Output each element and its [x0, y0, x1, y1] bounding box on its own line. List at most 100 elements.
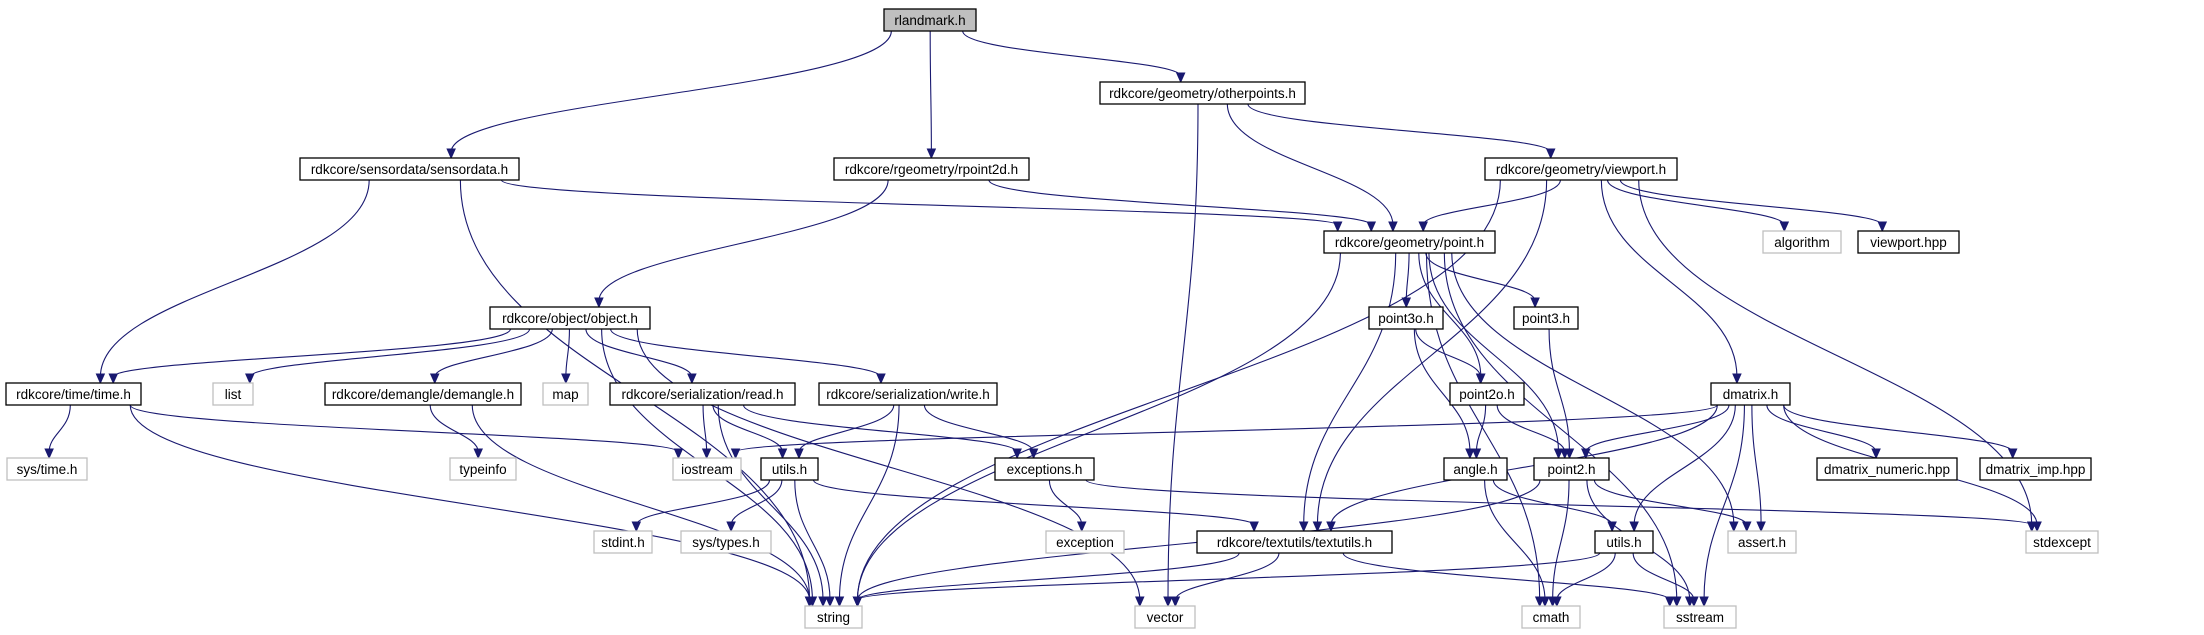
- arrow-head: [1366, 221, 1377, 233]
- arrow-head: [1135, 596, 1145, 608]
- node-label: rdkcore/time/time.h: [16, 387, 131, 402]
- edge-line: [717, 404, 824, 601]
- arrow-head: [876, 373, 886, 385]
- node-label: assert.h: [1738, 535, 1786, 550]
- edge-line: [856, 552, 1240, 601]
- node-vector: vector: [1134, 605, 1196, 629]
- node-label: exception: [1056, 535, 1114, 550]
- node-label: point3o.h: [1378, 311, 1434, 326]
- node-label: utils.h: [772, 462, 807, 477]
- node-box: [542, 382, 589, 406]
- node-viewport_h[interactable]: rdkcore/geometry/viewport.h: [1484, 157, 1678, 181]
- edge-line: [794, 479, 831, 601]
- node-box: [760, 457, 819, 481]
- arrow-head: [446, 148, 456, 160]
- edge-viewport_h-to-viewport_hpp: [1619, 179, 1888, 233]
- edge-object_h-to-read_h: [585, 328, 697, 385]
- edge-point_h-to-sstream: [1443, 252, 1682, 608]
- node-demangle[interactable]: rdkcore/demangle/demangle.h: [324, 382, 522, 406]
- node-label: sys/types.h: [692, 535, 760, 550]
- node-stdexcept: stdexcept: [2025, 530, 2099, 554]
- edge-exceptions-to-exception: [1048, 479, 1087, 533]
- node-label: rdkcore/demangle/demangle.h: [332, 387, 514, 402]
- edge-line: [1413, 328, 1471, 453]
- arrow-head: [1298, 521, 1309, 533]
- arrow-head: [1629, 521, 1639, 533]
- node-label: sys/time.h: [17, 462, 78, 477]
- edge-line: [1492, 479, 1613, 526]
- edge-line: [1422, 179, 1561, 226]
- node-box: [1045, 530, 1125, 554]
- arrow-head: [1530, 297, 1540, 309]
- edge-line: [730, 479, 783, 526]
- edge-utils2-to-cmath: [1552, 552, 1616, 608]
- node-dmatrix[interactable]: dmatrix.h: [1710, 382, 1791, 406]
- node-point2o[interactable]: point2o.h: [1449, 382, 1525, 406]
- node-time_h[interactable]: rdkcore/time/time.h: [5, 382, 142, 406]
- arrow-head: [1170, 596, 1181, 608]
- arrow-head: [1545, 148, 1556, 160]
- node-box: [1727, 530, 1797, 554]
- edge-line: [1766, 404, 1877, 453]
- node-point2[interactable]: point2.h: [1533, 457, 1610, 481]
- edge-line: [129, 404, 679, 453]
- edge-rlandmark-to-sensordata: [446, 30, 892, 160]
- edge-line: [1606, 179, 1785, 226]
- edge-write_h-to-utils1: [794, 404, 895, 460]
- edge-line: [112, 328, 511, 378]
- node-viewport_hpp[interactable]: viewport.hpp: [1857, 230, 1960, 254]
- arrow-head: [804, 596, 815, 608]
- node-label: stdexcept: [2033, 535, 2091, 550]
- edge-dmatrix-to-point2: [1581, 404, 1730, 460]
- node-box: [593, 530, 653, 554]
- arrow-head: [1175, 72, 1186, 84]
- node-read_h[interactable]: rdkcore/serialization/read.h: [609, 382, 796, 406]
- node-point_h[interactable]: rdkcore/geometry/point.h: [1323, 230, 1496, 254]
- edge-line: [923, 404, 1035, 453]
- edge-otherpoints-to-point_h: [1226, 103, 1398, 233]
- node-angle[interactable]: angle.h: [1443, 457, 1508, 481]
- edge-line: [610, 328, 882, 378]
- node-sensordata[interactable]: rdkcore/sensordata/sensordata.h: [299, 157, 520, 181]
- node-exceptions[interactable]: exceptions.h: [994, 457, 1095, 481]
- edge-line: [1425, 252, 1536, 302]
- node-sstream: sstream: [1663, 605, 1737, 629]
- edge-line: [1443, 252, 1678, 601]
- arrow-head: [594, 297, 604, 309]
- edge-line: [1226, 103, 1394, 226]
- edge-point2o-to-angle: [1471, 404, 1487, 460]
- node-utils1[interactable]: utils.h: [760, 457, 819, 481]
- edge-point3o-to-angle: [1413, 328, 1475, 460]
- edge-rlandmark-to-rpoint2d: [926, 30, 937, 160]
- arrow-head: [1465, 448, 1475, 460]
- node-point3[interactable]: point3.h: [1513, 306, 1579, 330]
- node-box: [489, 306, 651, 330]
- arrow-head: [2026, 521, 2037, 533]
- node-box: [1816, 457, 1958, 481]
- edge-line: [1475, 404, 1487, 453]
- node-object_h[interactable]: rdkcore/object/object.h: [489, 306, 651, 330]
- edge-time_h-to-string: [129, 404, 815, 608]
- node-label: rlandmark.h: [894, 13, 965, 28]
- node-box: [804, 605, 863, 629]
- node-textutils[interactable]: rdkcore/textutils/textutils.h: [1196, 530, 1393, 554]
- node-otherpoints[interactable]: rdkcore/geometry/otherpoints.h: [1099, 81, 1306, 105]
- node-point3o[interactable]: point3o.h: [1368, 306, 1444, 330]
- node-utils2[interactable]: utils.h: [1594, 530, 1654, 554]
- node-label: rdkcore/geometry/viewport.h: [1496, 162, 1666, 177]
- node-dmatrix_numeric[interactable]: dmatrix_numeric.hpp: [1816, 457, 1958, 481]
- arrow-head: [245, 373, 255, 385]
- edge-object_h-to-time_h: [108, 328, 511, 385]
- arrow-head: [108, 373, 118, 385]
- node-box: [1857, 230, 1960, 254]
- node-label: cmath: [1533, 610, 1570, 625]
- node-rlandmark[interactable]: rlandmark.h: [883, 8, 977, 32]
- arrow-head: [1732, 373, 1742, 385]
- arrow-head: [1664, 596, 1675, 608]
- node-write_h[interactable]: rdkcore/serialization/write.h: [818, 382, 998, 406]
- edge-viewport_h-to-point_h: [1418, 179, 1561, 233]
- node-rpoint2d[interactable]: rdkcore/rgeometry/rpoint2d.h: [833, 157, 1030, 181]
- edge-dmatrix-to-dmatrix_imp: [1783, 404, 2018, 460]
- node-dmatrix_imp[interactable]: dmatrix_imp.hpp: [1979, 457, 2092, 481]
- node-box: [1449, 382, 1525, 406]
